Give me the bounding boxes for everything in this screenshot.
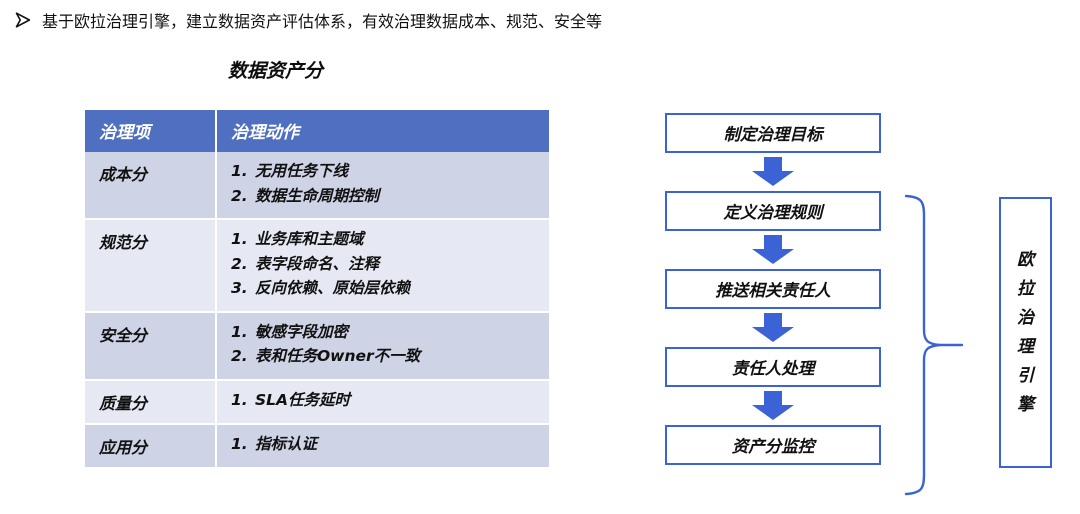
action-text: 反向依赖、原始层依赖	[255, 279, 411, 297]
table-cell-item: 质量分	[85, 380, 217, 425]
table-cell-actions: 1. 敏感字段加密 2. 表和任务Owner不一致	[217, 312, 549, 381]
action-text: 指标认证	[255, 434, 318, 453]
action-item: 2. 表和任务Owner不一致	[217, 345, 549, 370]
table-row: 规范分 1. 业务库和主题域 2. 表字段命名、注释 3. 反向依赖、原始层依赖	[85, 220, 549, 313]
action-number: 3.	[231, 279, 248, 297]
action-item: 1. 无用任务下线	[217, 160, 549, 185]
action-list: 1. 指标认证	[217, 425, 549, 467]
table-row: 成本分 1. 无用任务下线 2. 数据生命周期控制	[85, 152, 549, 220]
table-cell-actions: 1. 指标认证	[217, 424, 549, 467]
flow-step-1[interactable]: 制定治理目标	[665, 113, 881, 153]
flow-connector	[665, 309, 881, 347]
action-text: SLA任务延时	[255, 390, 351, 409]
action-item: 3. 反向依赖、原始层依赖	[217, 277, 549, 302]
table-cell-actions: 1. SLA任务延时	[217, 380, 549, 425]
engine-label-char: 擎	[1017, 394, 1034, 415]
table-cell-item: 成本分	[85, 152, 217, 220]
flow-step-label: 推送相关责任人	[715, 281, 831, 300]
table-cell-item: 应用分	[85, 424, 217, 467]
engine-label-char: 治	[1017, 307, 1034, 328]
action-item: 1. 指标认证	[217, 433, 549, 458]
action-item: 2. 数据生命周期控制	[217, 185, 549, 210]
flow-step-3[interactable]: 推送相关责任人	[665, 269, 881, 309]
table-cell-item: 规范分	[85, 220, 217, 313]
down-arrow-icon	[752, 235, 794, 264]
action-list: 1. 敏感字段加密 2. 表和任务Owner不一致	[217, 313, 549, 379]
governance-item-label: 安全分	[99, 325, 148, 345]
governance-table: 治理项 治理动作 成本分 1. 无用任务下线 2. 数据生命周期控制规范分 1. 业务库和主…	[85, 110, 549, 467]
flow-connector	[665, 387, 881, 425]
governance-item-label: 质量分	[99, 393, 148, 413]
action-item: 1. 敏感字段加密	[217, 321, 549, 346]
engine-label-box: 欧拉治理引擎	[999, 197, 1052, 468]
action-number: 2.	[231, 186, 248, 205]
action-text: 业务库和主题域	[255, 230, 364, 248]
action-item: 1. SLA任务延时	[217, 389, 549, 414]
down-arrow-icon	[752, 313, 794, 342]
flow-connector	[665, 231, 881, 269]
flow-step-5[interactable]: 资产分监控	[665, 425, 881, 465]
table-header-row: 治理项 治理动作	[85, 110, 549, 152]
action-text: 表和任务Owner不一致	[255, 347, 421, 365]
governance-flow: 制定治理目标定义治理规则推送相关责任人责任人处理资产分监控	[665, 113, 881, 465]
flow-step-label: 责任人处理	[731, 359, 815, 378]
action-number: 1.	[231, 434, 248, 453]
flow-step-label: 资产分监控	[731, 437, 815, 456]
action-list: 1. 业务库和主题域 2. 表字段命名、注释 3. 反向依赖、原始层依赖	[217, 220, 549, 311]
action-list: 1. SLA任务延时	[217, 381, 549, 423]
engine-label-text: 欧拉治理引擎	[1017, 249, 1034, 415]
action-item: 1. 业务库和主题域	[217, 228, 549, 253]
curly-brace-right-icon	[904, 194, 964, 496]
section-subtitle: 数据资产分	[228, 60, 324, 82]
table-row: 安全分 1. 敏感字段加密 2. 表和任务Owner不一致	[85, 312, 549, 381]
flow-step-4[interactable]: 责任人处理	[665, 347, 881, 387]
table-cell-actions: 1. 业务库和主题域 2. 表字段命名、注释 3. 反向依赖、原始层依赖	[217, 220, 549, 313]
flow-step-label: 制定治理目标	[723, 125, 823, 144]
engine-label-char: 拉	[1017, 278, 1034, 299]
governance-item-label: 应用分	[99, 437, 148, 457]
action-number: 1.	[231, 162, 248, 180]
table-row: 质量分 1. SLA任务延时	[85, 380, 549, 425]
action-text: 表字段命名、注释	[255, 254, 380, 273]
engine-label-char: 理	[1017, 336, 1034, 357]
action-text: 敏感字段加密	[255, 322, 349, 341]
engine-label-char: 引	[1017, 365, 1034, 386]
action-number: 2.	[231, 347, 248, 365]
flow-connector	[665, 153, 881, 191]
table-row: 应用分 1. 指标认证	[85, 424, 549, 467]
action-number: 2.	[231, 254, 248, 273]
governance-item-label: 成本分	[99, 165, 148, 184]
action-number: 1.	[231, 390, 248, 409]
table-cell-item: 安全分	[85, 312, 217, 381]
slide-title-row: 基于欧拉治理引擎，建立数据资产评估体系，有效治理数据成本、规范、安全等	[14, 8, 602, 32]
triangle-right-outline-icon	[15, 12, 31, 28]
table-header-item: 治理项	[85, 110, 217, 152]
action-number: 1.	[231, 322, 248, 341]
action-number: 1.	[231, 230, 248, 248]
flow-step-2[interactable]: 定义治理规则	[665, 191, 881, 231]
down-arrow-icon	[752, 391, 794, 420]
page-title: 基于欧拉治理引擎，建立数据资产评估体系，有效治理数据成本、规范、安全等	[42, 12, 603, 31]
action-item: 2. 表字段命名、注释	[217, 253, 549, 278]
action-text: 数据生命周期控制	[255, 186, 380, 205]
table-cell-actions: 1. 无用任务下线 2. 数据生命周期控制	[217, 152, 549, 220]
engine-label-char: 欧	[1017, 249, 1034, 270]
down-arrow-icon	[752, 157, 794, 186]
flow-step-label: 定义治理规则	[723, 203, 823, 222]
table-header-action: 治理动作	[217, 110, 549, 152]
governance-item-label: 规范分	[99, 233, 148, 252]
action-list: 1. 无用任务下线 2. 数据生命周期控制	[217, 152, 549, 218]
action-text: 无用任务下线	[255, 162, 349, 180]
